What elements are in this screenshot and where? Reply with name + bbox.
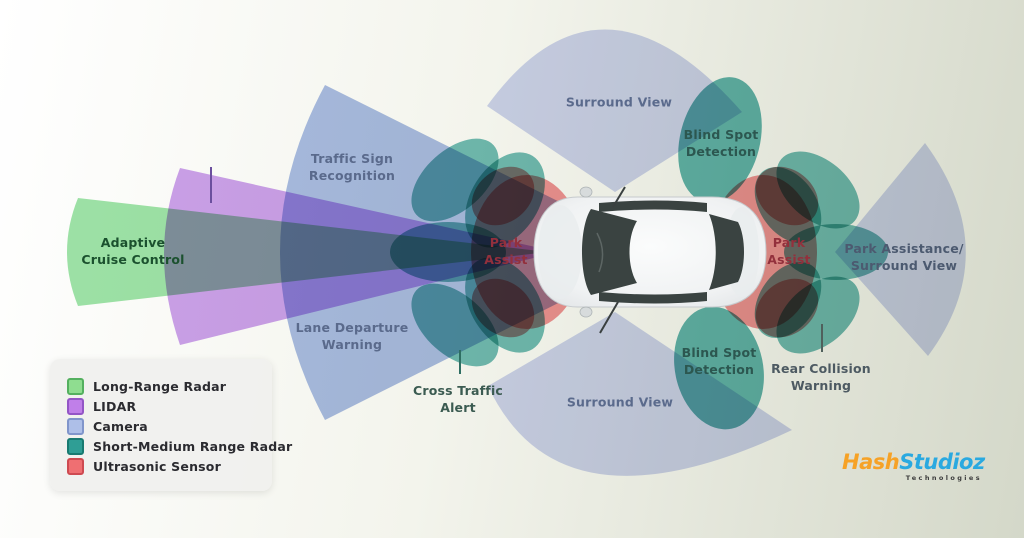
car-mirror-top	[579, 186, 593, 198]
logo-tagline: Technologies	[905, 474, 982, 482]
car-side-windows-bottom	[599, 292, 707, 304]
legend-row-short-medium-range-radar: Short-Medium Range Radar	[67, 436, 292, 456]
ultrasonic-rear-lobe-lower	[755, 278, 819, 338]
ultrasonic-front-lobe-lower	[471, 278, 535, 338]
car-hood-shading	[538, 205, 582, 299]
hashstudioz-logo: HashStudioz Technologies	[842, 450, 985, 482]
blind-spot-lobe-top	[678, 77, 762, 203]
long-range-radar-swatch-icon	[67, 377, 84, 395]
sensor-legend: Long-Range Radar LIDAR Camera Short-Medi…	[50, 359, 292, 491]
legend-label: Ultrasonic Sensor	[93, 458, 221, 474]
legend-label: Short-Medium Range Radar	[93, 438, 293, 454]
logo-word-studioz: Studioz	[899, 450, 985, 474]
ultrasonic-front-lobe-upper	[471, 166, 535, 226]
car-rear-window	[709, 214, 744, 290]
camera-right-fan	[835, 143, 966, 356]
legend-label: Long-Range Radar	[93, 378, 227, 394]
camera-bottom-fan	[488, 312, 792, 476]
legend-row-ultrasonic-sensor: Ultrasonic Sensor	[67, 456, 272, 476]
legend-label: LIDAR	[93, 398, 137, 414]
legend-row-long-range-radar: Long-Range Radar	[67, 376, 272, 396]
blind-spot-lobe-bottom	[674, 306, 764, 430]
ultrasonic-rear-lobe-upper	[755, 166, 819, 226]
logo-wordmark: HashStudioz	[842, 450, 985, 474]
car-mirror-bottom	[579, 306, 593, 318]
lidar-cone	[164, 168, 558, 345]
logo-word-hash: Hash	[842, 450, 900, 474]
car-top-view	[533, 186, 767, 318]
front-camera-leader-bottom	[599, 301, 619, 334]
legend-label: Camera	[93, 418, 148, 434]
car-wiper-line	[596, 232, 604, 273]
lidar-swatch-icon	[67, 397, 84, 415]
short-medium-radar-swatch-icon	[67, 437, 84, 455]
camera-swatch-icon	[67, 417, 84, 435]
car-side-windows-top	[599, 200, 707, 212]
legend-row-lidar: LIDAR	[67, 396, 272, 416]
car-windshield	[582, 209, 637, 295]
front-camera-leader-top	[612, 186, 626, 208]
legend-row-camera: Camera	[67, 416, 272, 436]
camera-top-fan	[487, 29, 742, 192]
ultrasonic-swatch-icon	[67, 457, 84, 475]
